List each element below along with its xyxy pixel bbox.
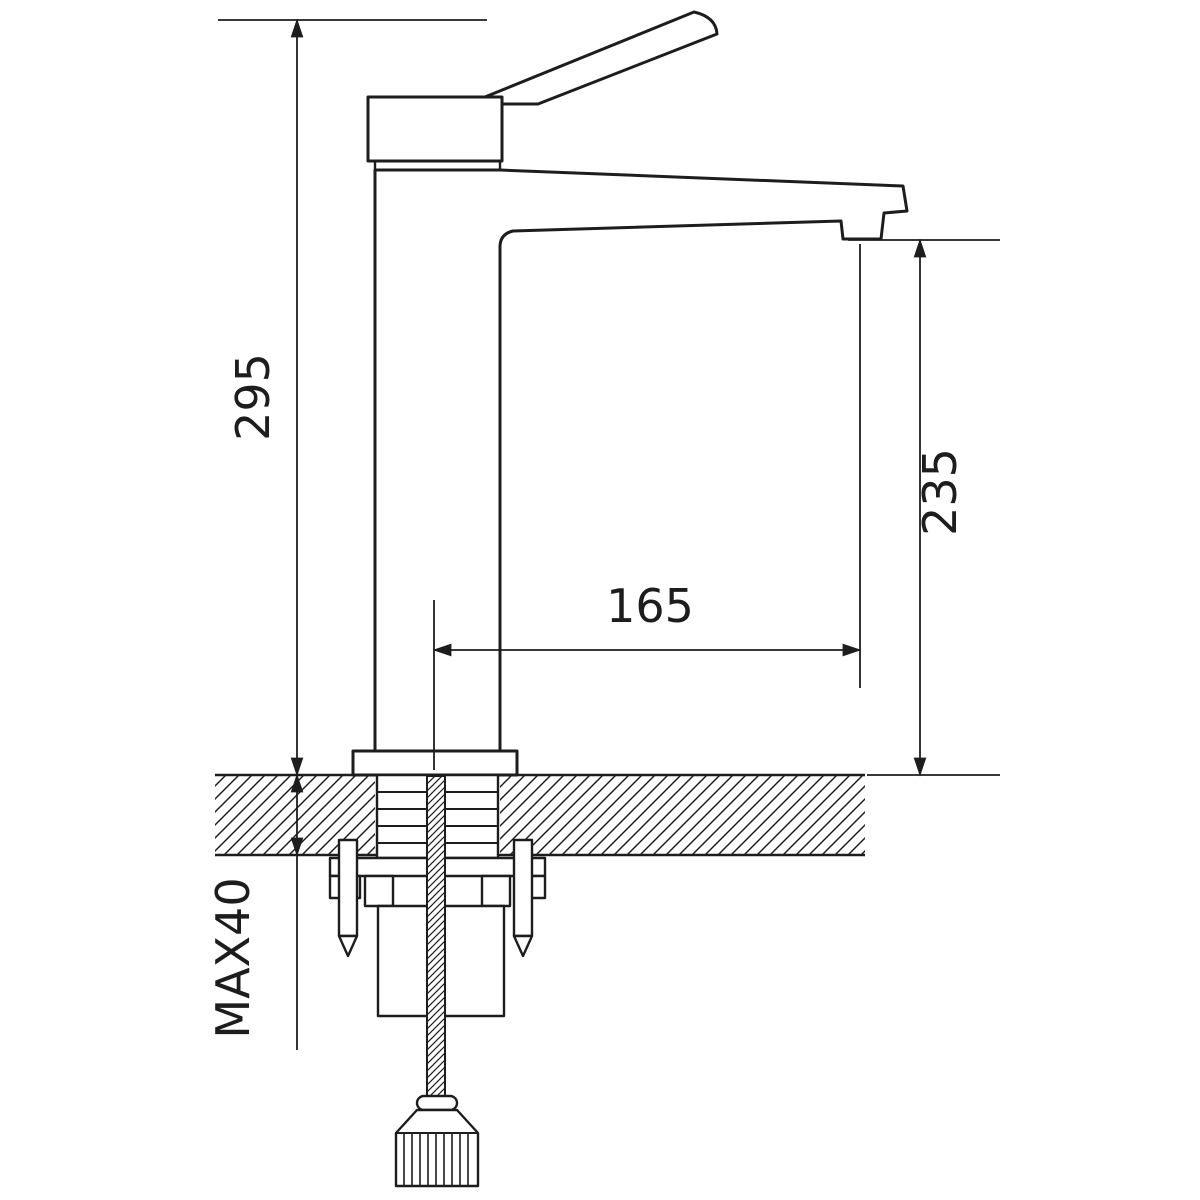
body-spout-outline bbox=[373, 168, 909, 754]
clamp-bolt-left-tip bbox=[337, 934, 359, 958]
clamp-bolt-right bbox=[512, 838, 534, 938]
dimension-overall-height: 295 bbox=[218, 18, 487, 777]
knob-knurl-lines bbox=[403, 1134, 469, 1185]
mounting-hardware bbox=[328, 773, 547, 1188]
clamp-bolt-left bbox=[337, 838, 359, 938]
dimension-max-thickness: MAX40 bbox=[206, 773, 304, 1050]
countertop-hatch-right bbox=[500, 776, 865, 854]
dimension-outlet-height: 235 bbox=[848, 238, 1000, 777]
base-flange bbox=[351, 749, 519, 777]
outlet-height-label: 235 bbox=[913, 448, 967, 536]
clamp-bolt-right-tip bbox=[512, 934, 534, 958]
max-thickness-label: MAX40 bbox=[206, 877, 260, 1038]
knob-cap bbox=[415, 1094, 459, 1112]
spout-reach-label: 165 bbox=[606, 579, 694, 633]
handle-base bbox=[366, 95, 504, 163]
overall-height-label: 295 bbox=[226, 353, 280, 441]
threaded-stud bbox=[426, 775, 446, 1099]
faucet bbox=[351, 10, 909, 777]
dimension-spout-reach: 165 bbox=[432, 244, 862, 770]
lock-block-left bbox=[363, 874, 395, 908]
countertop-section bbox=[215, 773, 865, 857]
knurled-knob bbox=[394, 1108, 480, 1188]
handle-lever bbox=[478, 10, 719, 106]
lock-block-right bbox=[480, 874, 512, 908]
